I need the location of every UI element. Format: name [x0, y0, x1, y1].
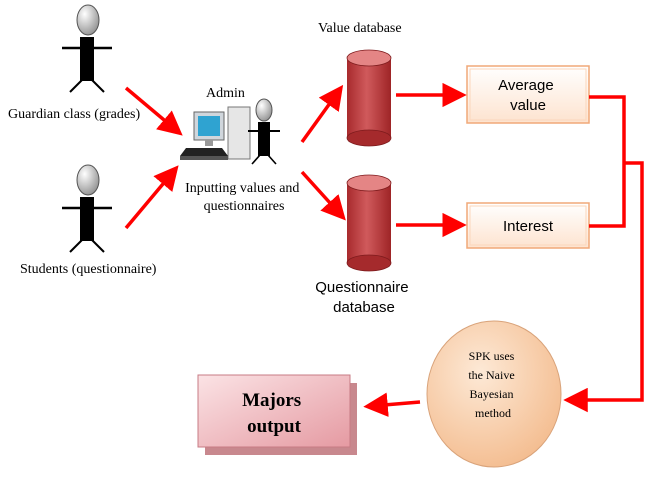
- admin-caption: Inputting values and questionnaires: [185, 181, 303, 214]
- connector-to-spk: [563, 161, 644, 413]
- interest-box: Interest: [466, 202, 590, 249]
- guardian-label: Guardian class (grades): [8, 107, 141, 122]
- admin-label: Admin: [206, 86, 245, 101]
- arrow-guardian-to-admin: [124, 86, 183, 136]
- admin-figure-icon: [248, 98, 280, 165]
- average-value-label: Average value: [498, 77, 558, 114]
- value-database-icon: [346, 49, 392, 147]
- value-database-label: Value database: [318, 21, 402, 36]
- arrow-admin-to-questionnaire-db: [300, 170, 346, 221]
- average-value-box: Average value: [466, 65, 590, 124]
- spk-label: SPK uses the Naive Bayesian method: [468, 349, 517, 420]
- connector-interest: [589, 163, 626, 228]
- arrow-spk-to-output: [363, 392, 421, 417]
- questionnaire-database-label: Questionnaire database: [315, 279, 413, 316]
- arrow-students-to-admin: [124, 165, 179, 230]
- computer-icon: [180, 106, 251, 160]
- majors-output-box: Majors output: [197, 374, 357, 455]
- interest-label: Interest: [503, 218, 554, 235]
- arrow-admin-to-value-db: [300, 84, 344, 144]
- student-figure-icon: [62, 164, 112, 253]
- connector-average: [589, 95, 626, 163]
- majors-output-label: Majors output: [242, 390, 306, 437]
- guardian-figure-icon: [62, 4, 112, 93]
- spk-process-circle: SPK uses the Naive Bayesian method: [426, 320, 562, 468]
- connectors: [124, 82, 644, 417]
- questionnaire-database-icon: [346, 174, 392, 272]
- students-label: Students (questionnaire): [20, 262, 157, 277]
